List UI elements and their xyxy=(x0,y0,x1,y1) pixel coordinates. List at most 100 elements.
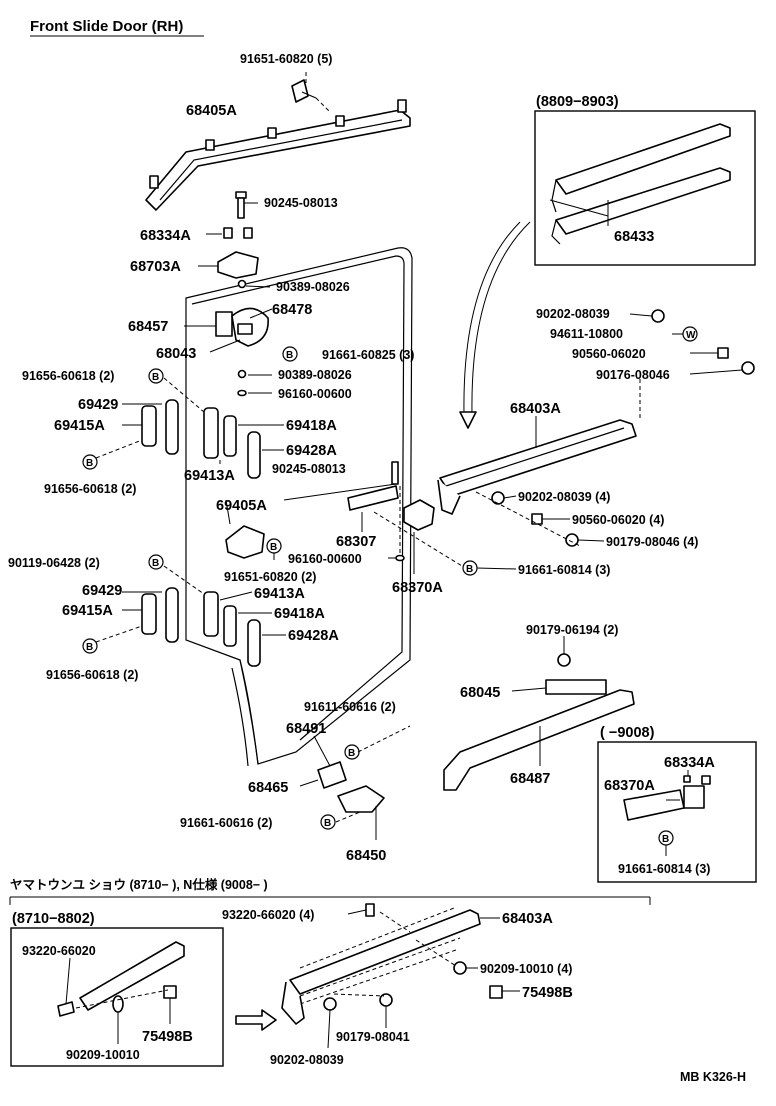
inset-box-9008 xyxy=(597,741,757,883)
label-68465: 68465 xyxy=(248,780,288,796)
washer-68334A-b xyxy=(243,227,253,239)
label-68403A-a: 68403A xyxy=(510,401,561,417)
plate-69413A-b xyxy=(203,591,219,637)
label-68043: 68043 xyxy=(156,346,196,362)
label-75498B-b: 75498B xyxy=(142,1029,193,1045)
svg-text:B: B xyxy=(152,372,159,383)
label-69405A: 69405A xyxy=(216,498,267,514)
label-90179-08046-4: 90179-08046 (4) xyxy=(606,535,698,549)
rail-68403A-bottom xyxy=(281,907,481,1025)
rail-68487 xyxy=(443,689,635,791)
label-90209-10010: 90209-10010 xyxy=(66,1048,140,1062)
roller-68370A xyxy=(403,499,435,531)
plate-69413A-a xyxy=(203,407,219,459)
label-69428A-a: 69428A xyxy=(286,443,337,459)
label-90202-08039-a: 90202-08039 xyxy=(536,307,610,321)
inset-label-8809-8903: (8809−8903) xyxy=(536,94,619,110)
inset-clip-75498B xyxy=(163,985,177,999)
latch-69405A xyxy=(225,525,265,559)
svg-text:B: B xyxy=(86,458,93,469)
clip-96160-00600-a xyxy=(237,389,247,397)
label-90245-08013-b: 90245-08013 xyxy=(272,462,346,476)
inset-label-9008: ( −9008) xyxy=(600,725,655,741)
bracket-68450 xyxy=(337,785,385,813)
label-93220-66020-4: 93220-66020 (4) xyxy=(222,908,314,922)
label-90176-08046: 90176-08046 xyxy=(596,368,670,382)
label-69418A-b: 69418A xyxy=(274,606,325,622)
washer-90202-08039-4 xyxy=(491,491,505,505)
inset-bolt-93220-66020 xyxy=(57,1001,75,1017)
rail-68405A xyxy=(145,99,411,211)
washer-90209-10010-4 xyxy=(453,961,467,975)
label-91656-60618-2-c: 91656-60618 (2) xyxy=(46,668,138,682)
label-69415A-b: 69415A xyxy=(62,603,113,619)
label-93220-66020: 93220-66020 xyxy=(22,944,96,958)
plate-69415A-a xyxy=(141,405,157,447)
nut-90179-06194 xyxy=(557,653,571,667)
label-68334A-b: 68334A xyxy=(664,755,715,771)
label-68703A: 68703A xyxy=(130,259,181,275)
plate-69429-a xyxy=(165,399,179,455)
variant-note: ヤマトウンユ ショウ (8710− ), N仕様 (9008− ) xyxy=(10,877,268,892)
label-91661-60616-2: 91661-60616 (2) xyxy=(180,816,272,830)
leader-lines xyxy=(65,199,743,1049)
label-75498B-a: 75498B xyxy=(522,985,573,1001)
svg-text:B: B xyxy=(286,350,293,361)
label-90202-08039-b: 90202-08039 xyxy=(270,1053,344,1067)
label-91651-60820-5: 91651-60820 (5) xyxy=(240,52,332,66)
inset-rails-68433 xyxy=(551,123,731,245)
label-90389-08026-a: 90389-08026 xyxy=(276,280,350,294)
label-90119-06428-2: 90119-06428 (2) xyxy=(8,556,100,570)
bolt-90245-08013-top xyxy=(235,191,247,219)
inset-label-8710-8802: (8710−8802) xyxy=(12,911,95,927)
bracket-68045 xyxy=(545,679,607,695)
diagram-code: MB K326-H xyxy=(680,1070,746,1084)
bracket-68465 xyxy=(317,761,347,789)
bolt-93220-66020-4 xyxy=(365,903,375,917)
plate-69428A-a xyxy=(247,431,261,479)
label-91656-60618-2-b: 91656-60618 (2) xyxy=(44,482,136,496)
svg-text:W: W xyxy=(686,330,696,341)
svg-text:B: B xyxy=(324,818,331,829)
clip-90389-08026-a xyxy=(237,279,247,289)
label-91661-60814-3-b: 91661-60814 (3) xyxy=(618,862,710,876)
bolt-91651-60820 xyxy=(291,79,317,103)
label-68370A-b: 68370A xyxy=(604,778,655,794)
inset-box-8710-8802 xyxy=(10,927,224,1067)
clip-75498B-a xyxy=(489,985,503,999)
washer-68334A-a xyxy=(223,227,233,239)
label-68457: 68457 xyxy=(128,319,168,335)
label-68478: 68478 xyxy=(272,302,312,318)
part-labels: 91651-60820 (5) 68405A 90245-08013 68334… xyxy=(8,52,715,1067)
label-90202-08039-4: 90202-08039 (4) xyxy=(518,490,610,504)
nut-90179-08041 xyxy=(379,993,393,1007)
label-68491: 68491 xyxy=(286,721,326,737)
label-69429-b: 69429 xyxy=(82,583,122,599)
label-91661-60825-3: 91661-60825 (3) xyxy=(322,348,414,362)
bolt-90245-08013-mid xyxy=(391,461,399,485)
inset-washer-90209-10010 xyxy=(112,995,124,1013)
circle-b-markers: B B B B B B B B B B xyxy=(82,346,674,846)
rail-68403A xyxy=(437,419,637,515)
label-90245-08013-a: 90245-08013 xyxy=(264,196,338,210)
label-68045: 68045 xyxy=(460,685,500,701)
inset-roller xyxy=(683,785,705,809)
plate-69429-b xyxy=(165,587,179,643)
label-69428A-b: 69428A xyxy=(288,628,339,644)
label-90560-06020-4: 90560-06020 (4) xyxy=(572,513,664,527)
label-69418A-a: 69418A xyxy=(286,418,337,434)
label-68433: 68433 xyxy=(614,229,654,245)
svg-text:B: B xyxy=(348,748,355,759)
svg-text:B: B xyxy=(152,558,159,569)
plate-69415A-b xyxy=(141,593,157,635)
nut-90176-08046 xyxy=(741,361,755,375)
inset-box-8809-8903 xyxy=(534,110,756,266)
label-91651-60820-2: 91651-60820 (2) xyxy=(224,570,316,584)
inset-rail-8710 xyxy=(79,941,185,1011)
label-69415A-a: 69415A xyxy=(54,418,105,434)
diagram-title: Front Slide Door (RH) xyxy=(30,18,183,35)
curved-arrow xyxy=(471,221,531,415)
label-68334A-a: 68334A xyxy=(140,228,191,244)
label-94611-10800: 94611-10800 xyxy=(550,327,623,341)
washer-90202-08039-b xyxy=(323,997,337,1011)
